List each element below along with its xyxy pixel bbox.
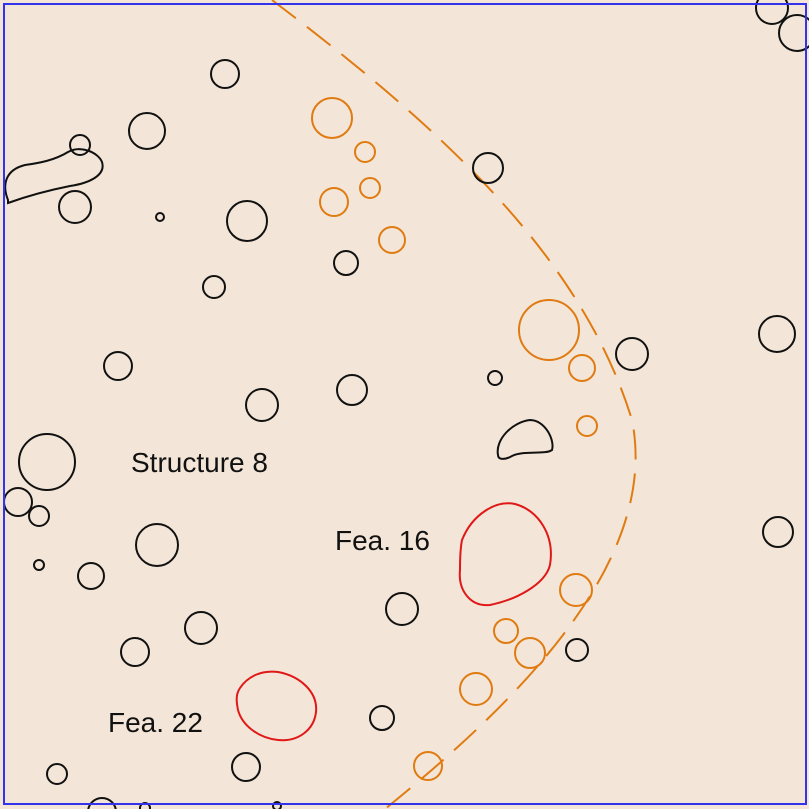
structure-posthole [359, 177, 381, 199]
posthole [758, 315, 796, 353]
posthole [210, 59, 240, 89]
structure-label: Structure 8 [131, 447, 268, 478]
structure-8-outline [271, 0, 637, 809]
posthole [755, 0, 789, 25]
posthole [135, 523, 179, 567]
posthole [202, 275, 226, 299]
posthole [46, 763, 68, 785]
posthole [565, 638, 589, 662]
posthole [87, 797, 117, 809]
posthole [128, 112, 166, 150]
structure-posthole [459, 672, 493, 706]
posthole [33, 559, 45, 571]
feature-16 [458, 502, 552, 607]
structure-posthole [518, 299, 580, 361]
irregular-feature-west [4, 148, 104, 205]
posthole [333, 250, 359, 276]
posthole [69, 134, 91, 156]
structure-posthole [378, 226, 406, 254]
structure-posthole [568, 354, 596, 382]
posthole [77, 562, 105, 590]
structure-posthole [576, 415, 598, 437]
posthole [184, 611, 218, 645]
posthole [58, 190, 92, 224]
posthole [487, 370, 503, 386]
posthole [336, 374, 368, 406]
feature-16-label: Fea. 16 [335, 525, 430, 556]
posthole [18, 433, 76, 491]
feature-22 [235, 670, 318, 742]
structure-postholes-group [311, 97, 598, 781]
posthole [245, 388, 279, 422]
posthole [231, 752, 261, 782]
posthole [762, 516, 794, 548]
posthole [28, 505, 50, 527]
map-frame [3, 3, 807, 805]
structure-posthole [514, 637, 546, 669]
structure-posthole [319, 187, 349, 217]
posthole [615, 337, 649, 371]
structure-posthole [311, 97, 353, 139]
feature-22-label: Fea. 22 [108, 707, 203, 738]
posthole [155, 212, 165, 222]
structure-posthole [559, 573, 593, 607]
postholes-group [3, 0, 809, 809]
posthole [369, 705, 395, 731]
posthole [778, 14, 809, 52]
posthole [103, 351, 133, 381]
structure-posthole [413, 751, 443, 781]
posthole [385, 592, 419, 626]
posthole [272, 801, 282, 809]
posthole [472, 152, 504, 184]
structure-posthole [354, 141, 376, 163]
posthole [226, 200, 268, 242]
structure-posthole [493, 618, 519, 644]
irregular-feature-east [496, 418, 554, 460]
posthole [120, 637, 150, 667]
